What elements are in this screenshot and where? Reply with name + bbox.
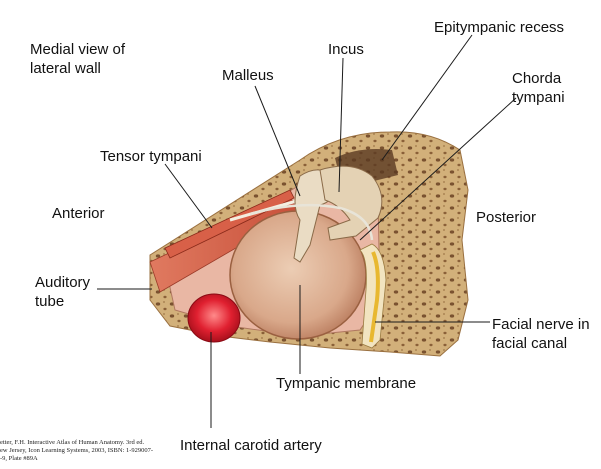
leader-lines (97, 34, 517, 428)
epitympanic-recess-label: Epitympanic recess (434, 19, 565, 36)
facial-nerve-strand (369, 251, 380, 343)
incus-label: Incus (328, 41, 364, 58)
leader-epitympanic (381, 34, 473, 161)
auditory-tube-label: Auditory tube (35, 274, 91, 310)
chorda-tympani-nerve (249, 203, 374, 241)
leader-chorda (359, 97, 517, 241)
tympanic-membrane-label: Tympanic membrane (276, 375, 417, 392)
internal-carotid-artery-label: Internal carotid artery (180, 437, 322, 454)
tensor-tympani-label: Tensor tympani (100, 148, 202, 165)
leader-malleus (254, 85, 301, 197)
internal-carotid-artery-shape (187, 293, 241, 343)
posterior-label: Posterior (476, 209, 537, 226)
tensor-tympani-muscle (164, 189, 295, 259)
view-label: Medial view of lateral wall (30, 41, 126, 77)
malleus-label: Malleus (222, 67, 274, 84)
facial-nerve-label: Facial nerve in facial canal (492, 316, 590, 352)
chorda-tympani-label: Chorda tympani (512, 70, 565, 106)
leader-incus (338, 57, 344, 193)
source-citation: etter, F.H. Interactive Atlas of Human A… (0, 439, 154, 462)
leader-tensor (164, 163, 213, 229)
anterior-label: Anterior (52, 205, 105, 222)
